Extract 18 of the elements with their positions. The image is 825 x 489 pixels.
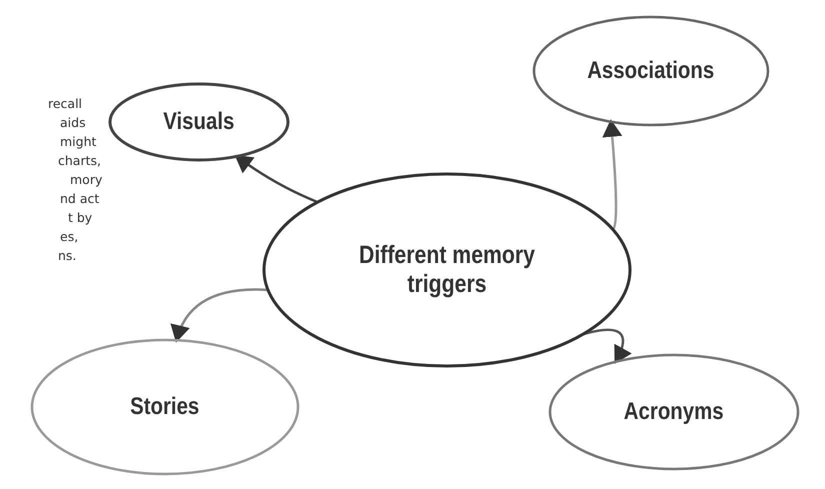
text-fragment: might	[60, 133, 96, 151]
text-fragment: mory	[70, 171, 102, 189]
curved-arrow	[234, 154, 318, 204]
text-fragment: recall	[48, 95, 82, 113]
node-label: Acronyms	[624, 398, 724, 426]
curved-arrow	[171, 288, 268, 343]
text-fragment: ns.	[58, 247, 76, 265]
text-fragment: charts,	[58, 152, 101, 170]
text-fragment: aids	[60, 114, 86, 132]
text-fragment: es,	[60, 228, 78, 246]
node-label: Different memory triggers	[358, 241, 536, 299]
text-fragment: nd act	[60, 190, 100, 208]
node-label: Stories	[130, 393, 200, 421]
curved-arrow	[582, 328, 632, 364]
node-label: Associations	[588, 57, 714, 85]
text-fragment: t by	[68, 209, 92, 227]
node-label: Visuals	[163, 108, 235, 136]
curved-arrow	[602, 119, 622, 230]
